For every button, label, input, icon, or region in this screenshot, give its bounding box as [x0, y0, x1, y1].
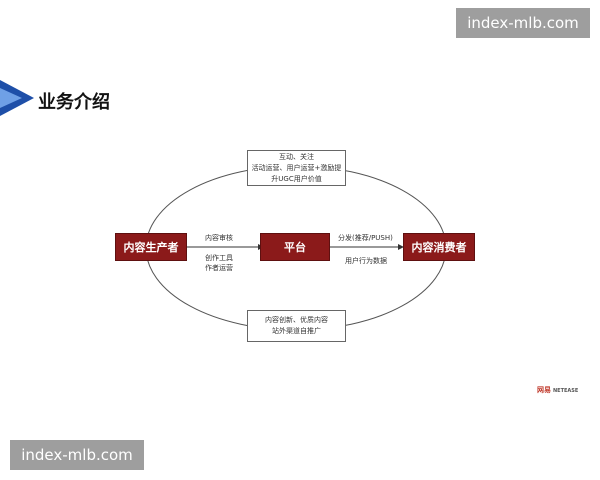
edge-label-distribution: 分发(推荐/PUSH): [338, 234, 393, 242]
consumer-label: 内容消费者: [411, 241, 467, 254]
page-title: 业务介绍: [38, 92, 110, 113]
bottom-info-box: 内容创新、优质内容 站外渠道自推广: [247, 310, 346, 342]
logo-en: NETEASE: [553, 388, 579, 394]
top-info-box: 互动、关注 活动运营、用户运营+激励提 升UGC用户价值: [247, 150, 346, 186]
platform-node: 平台: [260, 233, 330, 261]
top-info-line: 升UGC用户价值: [271, 174, 322, 183]
chevron-icon: [0, 80, 34, 116]
producer-label: 内容生产者: [123, 241, 179, 254]
logo-cn: 网易: [537, 386, 551, 394]
edge-label-tools: 创作工具: [205, 254, 233, 262]
bottom-info-line: 内容创新、优质内容: [265, 316, 328, 324]
consumer-node: 内容消费者: [403, 233, 475, 261]
edge-label-behavior: 用户行为数据: [345, 257, 387, 265]
watermark-bottom: index-mlb.com: [10, 440, 144, 470]
watermark-top: index-mlb.com: [456, 8, 590, 38]
platform-label: 平台: [284, 241, 306, 254]
arrowhead-platform-consumer: [398, 244, 404, 250]
edge-label-author-ops: 作者运营: [205, 264, 233, 272]
edge-label-review: 内容审核: [205, 234, 233, 242]
producer-node: 内容生产者: [115, 233, 187, 261]
top-info-line: 互动、关注: [279, 152, 314, 161]
top-info-line: 活动运营、用户运营+激励提: [251, 163, 342, 172]
slide-title-block: 业务介绍: [0, 78, 200, 118]
bottom-info-line: 站外渠道自推广: [272, 327, 321, 335]
